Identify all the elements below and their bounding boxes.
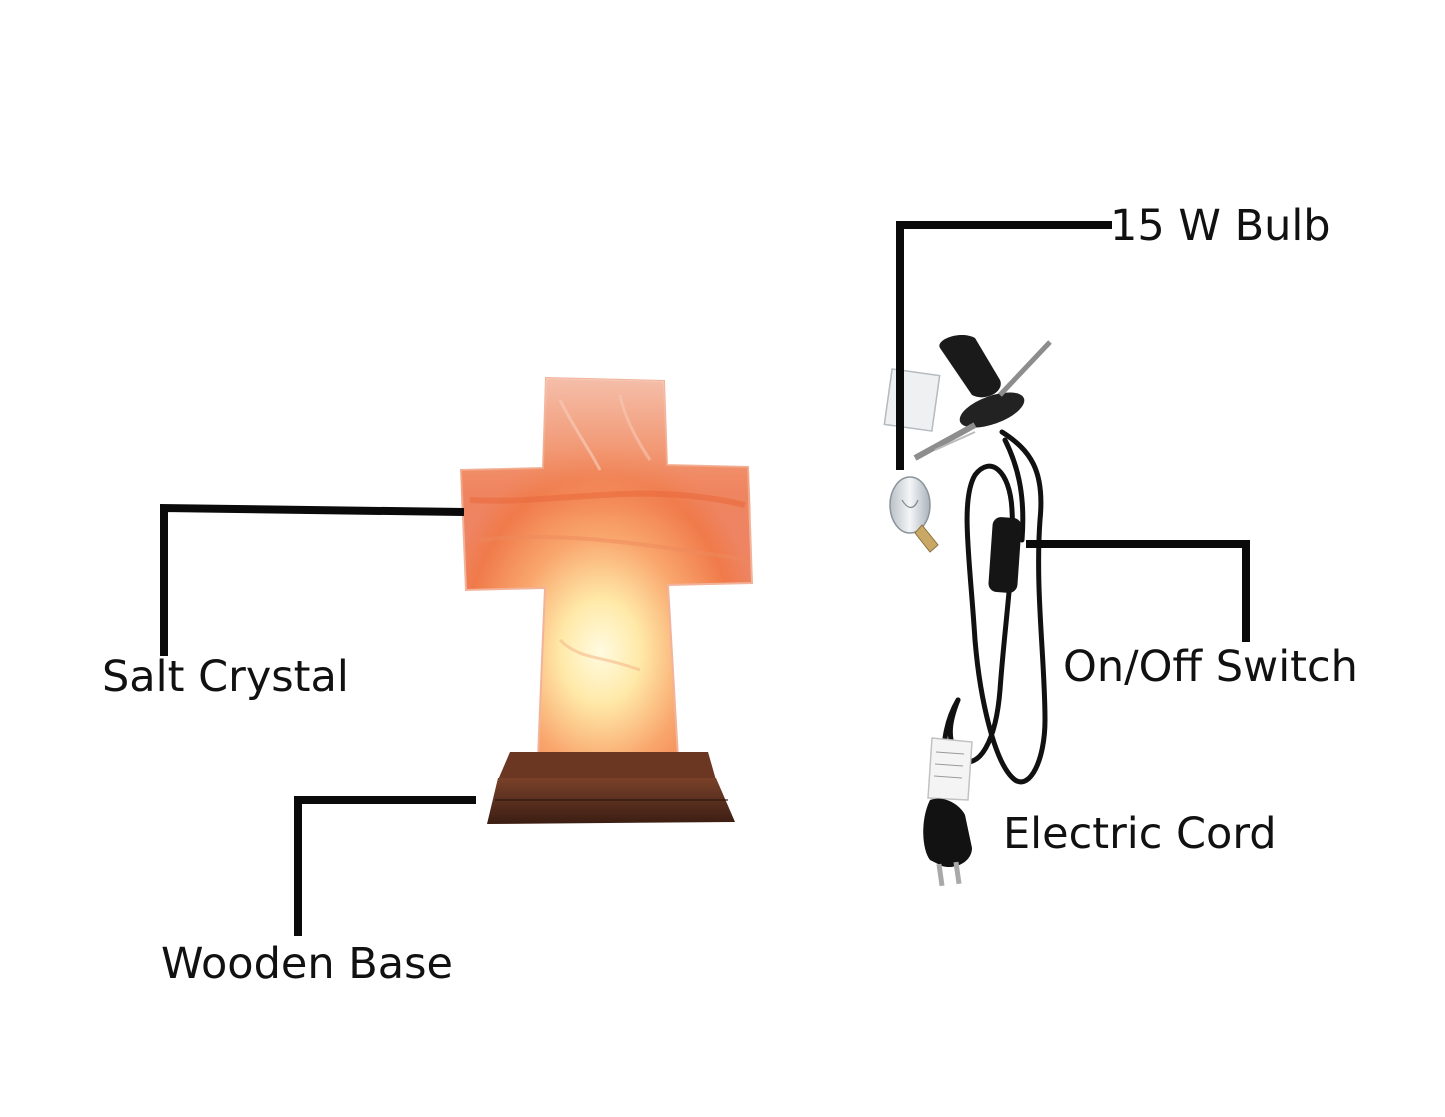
salt-cross-lamp-icon	[459, 376, 754, 759]
label-cord: Electric Cord	[1003, 809, 1277, 859]
leader-bulb	[896, 221, 1112, 470]
label-bulb: 15 W Bulb	[1110, 201, 1331, 251]
label-switch: On/Off Switch	[1063, 642, 1358, 692]
wooden-base-icon	[487, 752, 735, 824]
leader-salt-crystal	[160, 503, 465, 656]
plug-icon	[923, 798, 972, 887]
label-salt-crystal: Salt Crystal	[102, 652, 349, 702]
leader-wooden-base	[294, 796, 476, 936]
lamp-socket-icon	[883, 335, 1052, 461]
leader-switch	[1026, 540, 1250, 642]
leader-lines	[160, 221, 1250, 936]
light-bulb-icon	[889, 476, 939, 553]
power-cord-icon	[937, 429, 1048, 793]
cord-tag-icon	[927, 737, 973, 801]
label-wooden-base: Wooden Base	[161, 939, 453, 989]
